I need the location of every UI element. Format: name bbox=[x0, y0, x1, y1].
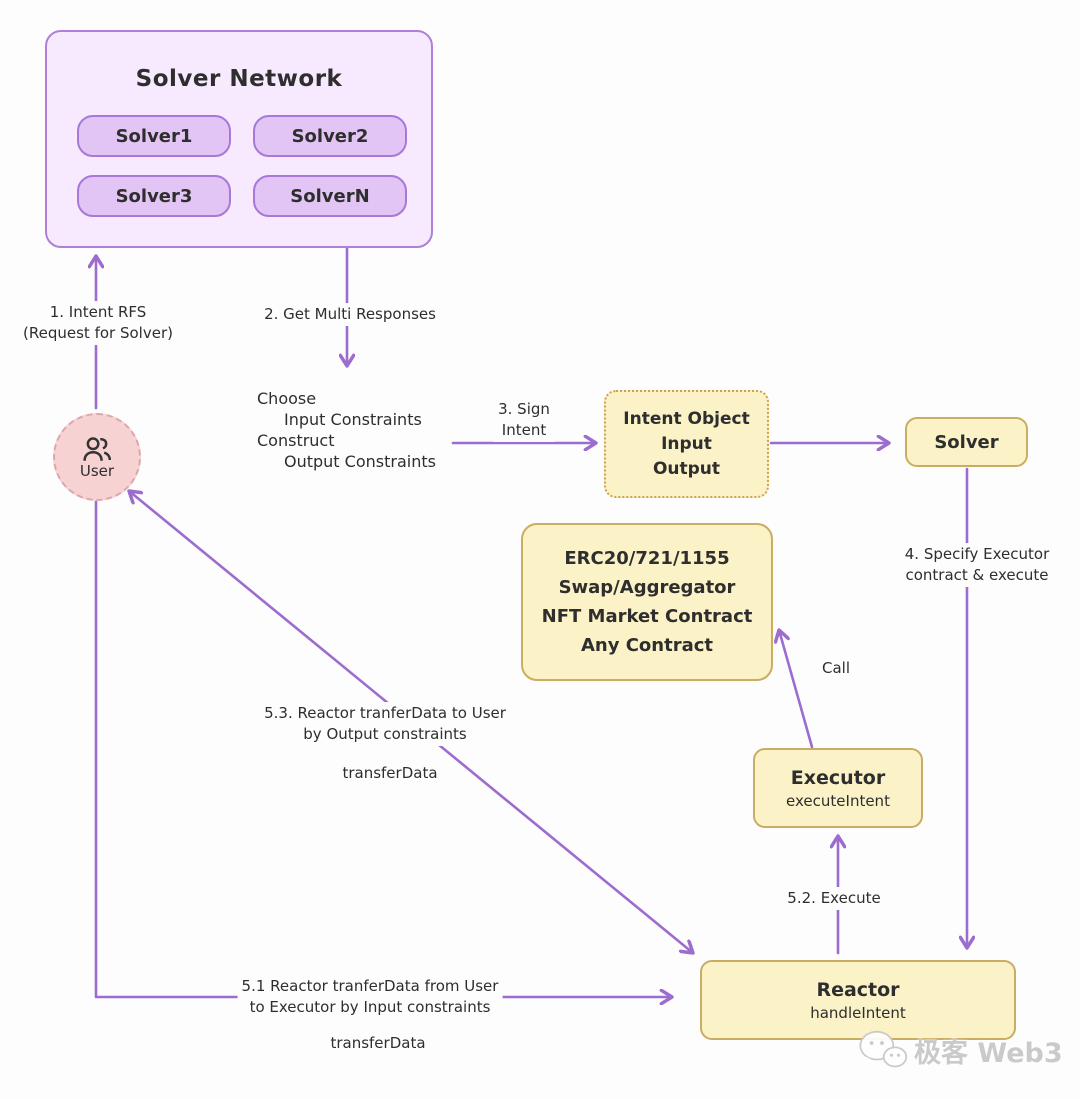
solver-node-label: Solver bbox=[934, 431, 999, 453]
solver2-node: Solver2 bbox=[253, 115, 407, 157]
solver3-node: Solver3 bbox=[77, 175, 231, 217]
label-step52: 5.2. Execute bbox=[783, 887, 885, 910]
label-step53: 5.3. Reactor tranferData to User by Outp… bbox=[260, 702, 510, 746]
label-step2: 2. Get Multi Responses bbox=[260, 303, 440, 326]
reactor-node: Reactor handleIntent bbox=[700, 960, 1016, 1040]
contracts-line: Swap/Aggregator bbox=[558, 577, 736, 598]
executor-node: Executor executeIntent bbox=[753, 748, 923, 828]
arrow-call-contract bbox=[779, 630, 814, 749]
solverN-node: SolverN bbox=[253, 175, 407, 217]
contracts-line: NFT Market Contract bbox=[541, 606, 753, 627]
contracts-line: Any Contract bbox=[580, 635, 714, 656]
label-transferdata-51: transferData bbox=[326, 1032, 430, 1055]
executor-sub: executeIntent bbox=[786, 791, 890, 810]
label-step3: 3. Sign Intent bbox=[494, 398, 554, 442]
executor-title: Executor bbox=[790, 766, 886, 789]
intent-object-node: Intent Object Input Output bbox=[604, 390, 769, 498]
label-transferdata-53: transferData bbox=[338, 762, 442, 785]
intent-object-line: Output bbox=[652, 458, 721, 479]
user-node: User bbox=[53, 413, 141, 501]
reactor-title: Reactor bbox=[816, 978, 900, 1001]
contracts-line: ERC20/721/1155 bbox=[564, 548, 730, 569]
intent-object-line: Intent Object bbox=[623, 408, 750, 429]
reactor-sub: handleIntent bbox=[810, 1003, 906, 1022]
label-step51: 5.1 Reactor tranferData from User to Exe… bbox=[237, 975, 503, 1019]
label-call: Call bbox=[818, 657, 855, 680]
solver-network-title: Solver Network bbox=[135, 66, 343, 92]
label-step1: 1. Intent RFS (Request for Solver) bbox=[19, 301, 177, 345]
user-label: User bbox=[79, 462, 115, 480]
solver1-node: Solver1 bbox=[77, 115, 231, 157]
watermark-text: 极客 Web3 bbox=[914, 1037, 1063, 1069]
wechat-icon bbox=[859, 1030, 908, 1068]
intent-object-line: Input bbox=[661, 433, 712, 454]
contracts-node: ERC20/721/1155 Swap/Aggregator NFT Marke… bbox=[521, 523, 773, 681]
solver-network-box: Solver Network Solver1 Solver2 Solver3 S… bbox=[45, 30, 433, 248]
users-icon bbox=[83, 437, 112, 461]
watermark: 极客 Web3 bbox=[856, 1028, 1063, 1072]
label-step4: 4. Specify Executor contract & execute bbox=[900, 543, 1054, 587]
solver-node: Solver bbox=[905, 417, 1028, 467]
label-choose-construct: Choose Input Constraints Construct Outpu… bbox=[257, 389, 436, 471]
